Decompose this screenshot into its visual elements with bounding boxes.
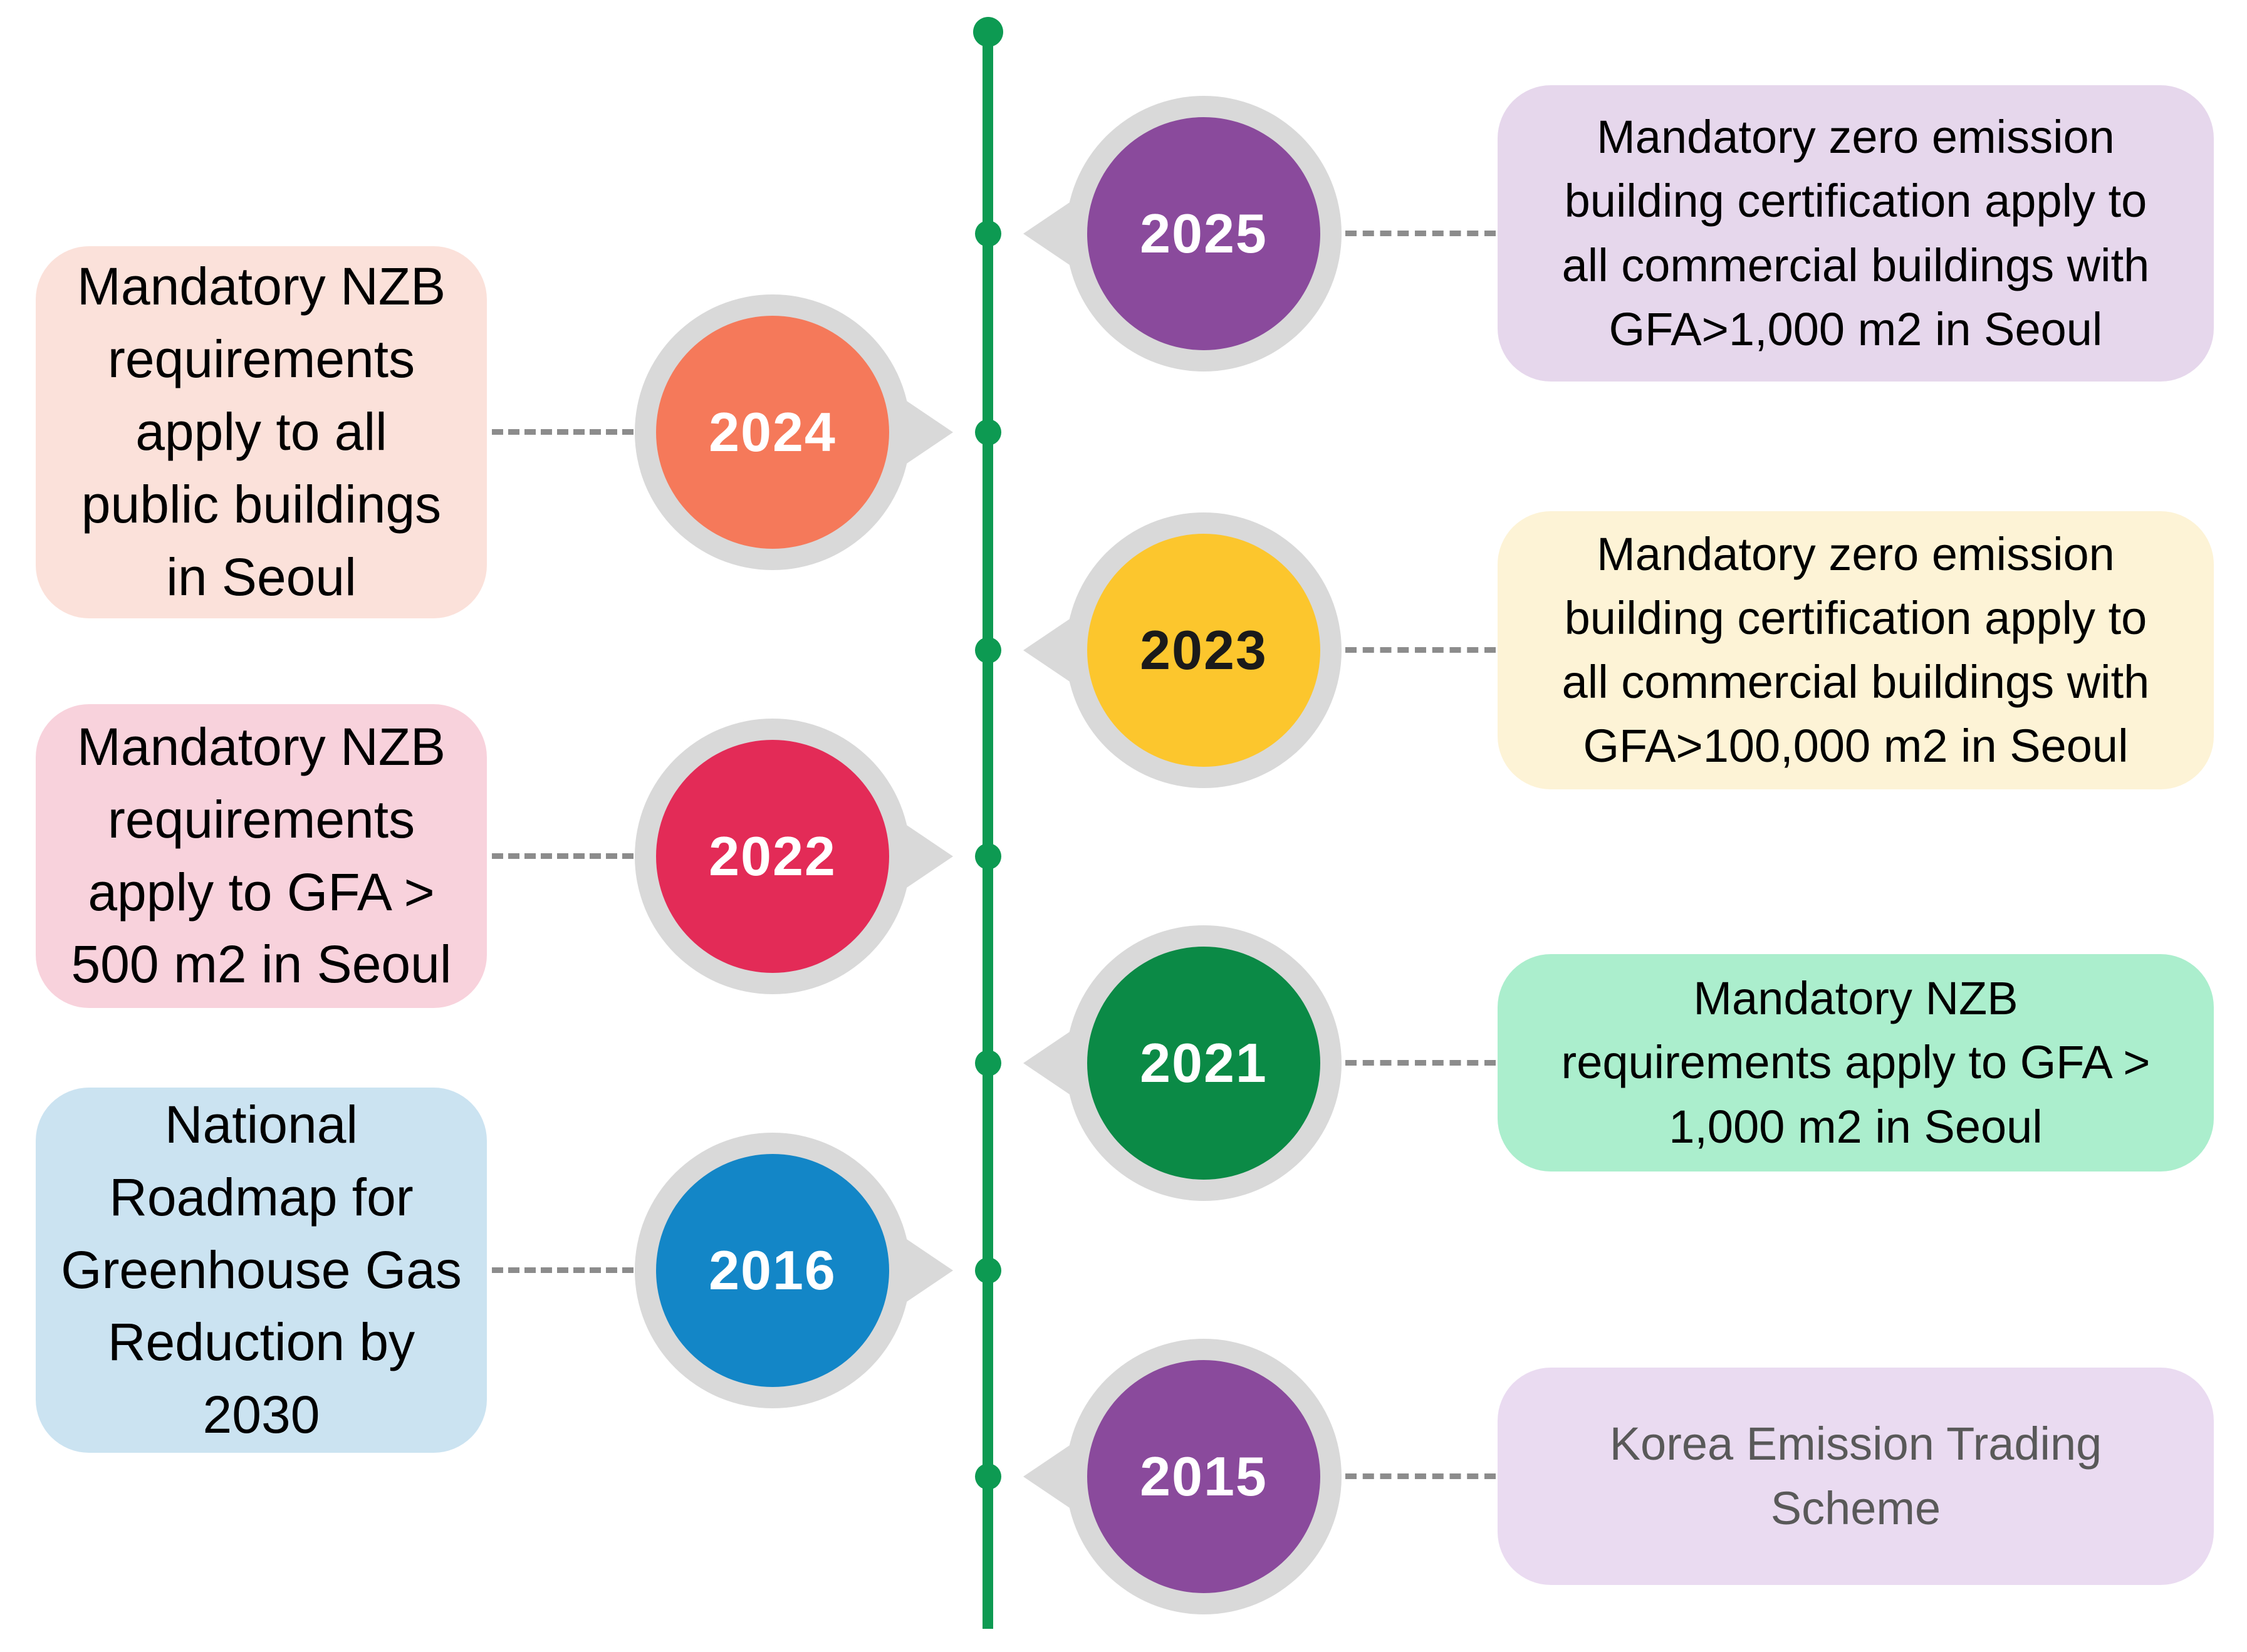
year-circle-fill: 2021: [1087, 947, 1320, 1180]
year-label: 2025: [1140, 202, 1268, 264]
circle-pointer: [1023, 616, 1073, 684]
connector-dashed-line: [1345, 1473, 1496, 1479]
event-description: Mandatory NZB requirements apply to GFA …: [71, 717, 452, 994]
event-description: Mandatory NZB requirements apply to all …: [76, 257, 446, 606]
year-circle: 2016: [635, 1133, 910, 1408]
year-circle-fill: 2015: [1087, 1360, 1320, 1593]
timeline-axis: [983, 29, 993, 1629]
connector-dashed-line: [492, 1267, 633, 1273]
circle-pointer: [1023, 200, 1073, 268]
event-description: Korea Emission Trading Scheme: [1609, 1418, 2102, 1534]
year-circle-fill: 2022: [656, 740, 889, 973]
event-description-box: Mandatory NZB requirements apply to GFA …: [1498, 954, 2214, 1171]
year-circle: 2025: [1066, 96, 1342, 371]
year-label: 2023: [1140, 619, 1268, 681]
year-label: 2016: [709, 1239, 837, 1301]
circle-pointer: [1023, 1443, 1073, 1510]
year-label: 2022: [709, 825, 837, 887]
year-label: 2024: [709, 401, 837, 463]
connector-dashed-line: [1345, 231, 1496, 236]
year-circle: 2015: [1066, 1339, 1342, 1614]
connector-dashed-line: [1345, 647, 1496, 653]
event-description: National Roadmap for Greenhouse Gas Redu…: [61, 1094, 462, 1445]
event-description-box: National Roadmap for Greenhouse Gas Redu…: [36, 1088, 487, 1453]
year-label: 2021: [1140, 1032, 1268, 1094]
year-circle-fill: 2025: [1087, 117, 1320, 350]
year-circle: 2022: [635, 719, 910, 994]
year-circle-fill: 2024: [656, 316, 889, 549]
year-label: 2015: [1140, 1445, 1268, 1507]
year-circle-fill: 2023: [1087, 534, 1320, 767]
circle-pointer: [903, 823, 953, 890]
connector-dashed-line: [1345, 1060, 1496, 1066]
year-circle: 2023: [1066, 512, 1342, 788]
connector-dashed-line: [492, 853, 633, 859]
event-description-box: Mandatory zero emission building certifi…: [1498, 85, 2214, 382]
connector-dashed-line: [492, 429, 633, 435]
event-description: Mandatory zero emission building certifi…: [1561, 527, 2150, 772]
event-description: Mandatory NZB requirements apply to GFA …: [1561, 972, 2151, 1153]
year-circle: 2024: [635, 294, 910, 570]
event-description-box: Mandatory NZB requirements apply to GFA …: [36, 704, 487, 1008]
event-description-box: Mandatory zero emission building certifi…: [1498, 511, 2214, 789]
circle-pointer: [1023, 1029, 1073, 1097]
circle-pointer: [903, 1237, 953, 1304]
event-description: Mandatory zero emission building certifi…: [1561, 111, 2150, 355]
event-description-box: Korea Emission Trading Scheme: [1498, 1368, 2214, 1585]
event-description-box: Mandatory NZB requirements apply to all …: [36, 246, 487, 618]
circle-pointer: [903, 398, 953, 466]
year-circle-fill: 2016: [656, 1154, 889, 1387]
year-circle: 2021: [1066, 925, 1342, 1201]
